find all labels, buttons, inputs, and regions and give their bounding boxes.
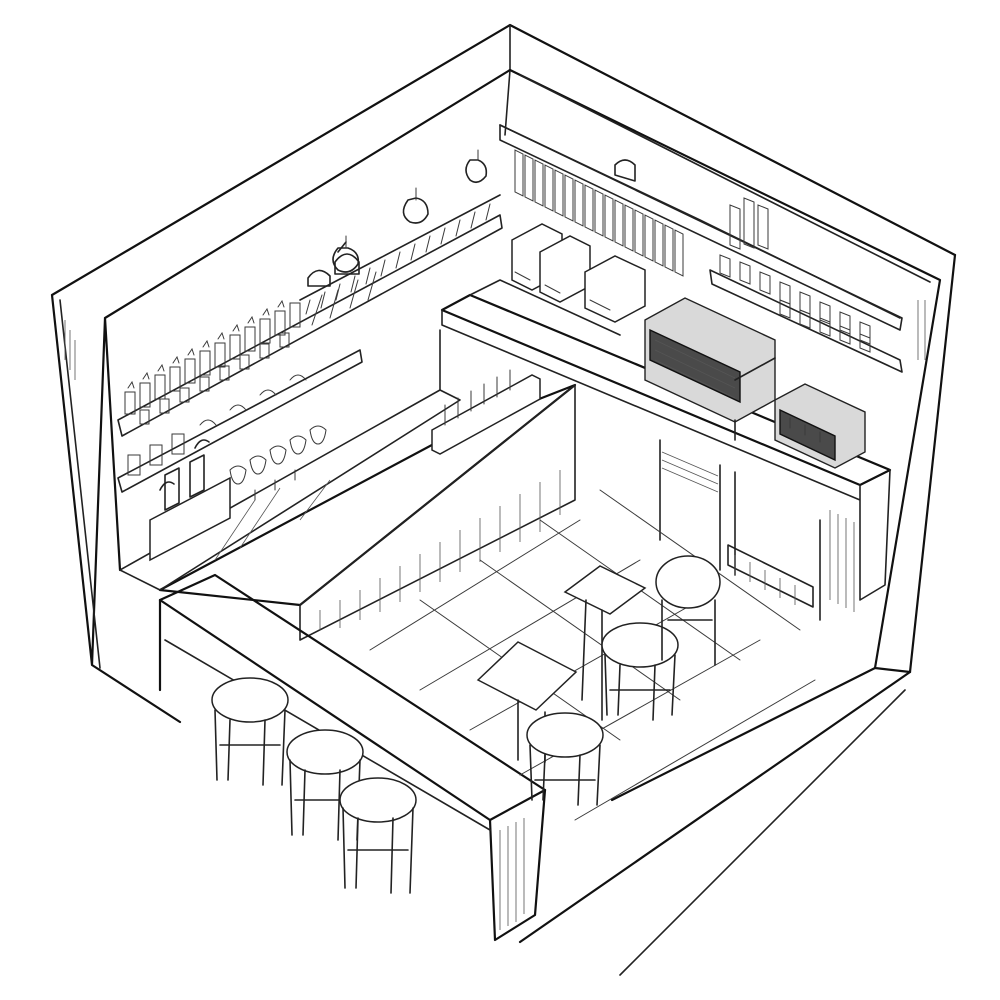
bar-stool-3 bbox=[339, 777, 417, 894]
cafe-stool-2 bbox=[655, 555, 721, 666]
back-counter bbox=[440, 279, 892, 621]
pendant-lamps bbox=[332, 149, 488, 273]
hanging-cups bbox=[305, 203, 491, 326]
left-counter-items bbox=[229, 425, 327, 501]
cafe-table-1 bbox=[563, 565, 647, 721]
right-shelf-lower bbox=[709, 269, 903, 373]
cafe-stool-1 bbox=[601, 622, 679, 721]
left-wall-shelves bbox=[117, 194, 503, 493]
cup-rail bbox=[299, 194, 501, 301]
jar-row-middle bbox=[139, 332, 290, 425]
wall-hatching bbox=[64, 300, 926, 561]
floor-tiles bbox=[369, 489, 816, 821]
espresso-machine-large bbox=[644, 297, 776, 441]
book-row bbox=[514, 149, 684, 277]
lower-shelf-items bbox=[127, 374, 307, 476]
blender-station bbox=[149, 439, 231, 562]
grinder-machines bbox=[511, 223, 646, 323]
cafe-stool-3 bbox=[526, 712, 604, 806]
floor-outline bbox=[518, 666, 912, 944]
left-shelf-lower bbox=[117, 349, 363, 493]
right-bench bbox=[727, 544, 814, 608]
left-kettles bbox=[307, 241, 360, 287]
jar-row-top bbox=[124, 299, 301, 415]
espresso-machine-small bbox=[774, 383, 866, 469]
room-shell bbox=[50, 23, 957, 976]
central-bar bbox=[119, 329, 577, 641]
right-wall-shelves bbox=[499, 124, 903, 373]
right-bottles bbox=[719, 197, 871, 353]
bar-stool-1 bbox=[211, 677, 289, 786]
